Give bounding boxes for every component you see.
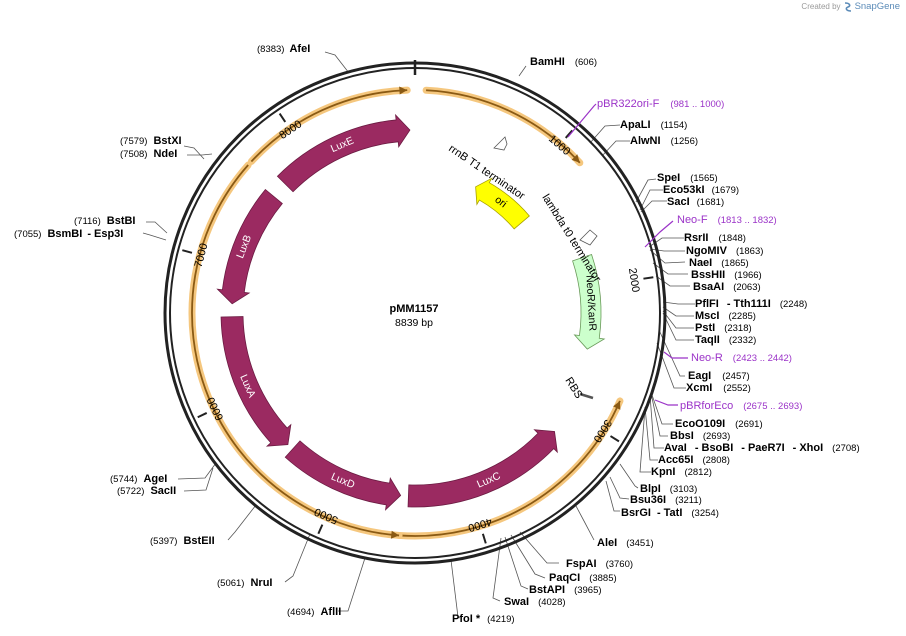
range-arc-arrow — [613, 400, 621, 410]
feature-neor-kanr — [572, 254, 606, 350]
enzyme-ngomiv: NgoMIV(1863) — [686, 245, 763, 257]
enzyme-labels: (8383)AfeI BamHI(606) (7579)BstXI (7508)… — [14, 43, 860, 625]
primer-neo-r: Neo-R(2423 .. 2442) — [691, 352, 792, 364]
enzyme-agei: (5744)AgeI — [110, 473, 167, 485]
enzyme-bamhi: BamHI(606) — [530, 56, 597, 68]
credit-brand: SnapGene — [854, 1, 900, 12]
tick-mark-6000 — [197, 412, 208, 419]
enzyme-eco53ki: Eco53kI(1679) — [663, 184, 739, 196]
enzyme-rsrii: RsrII(1848) — [684, 232, 746, 244]
enzyme-bsrgi: BsrGI-TatI(3254) — [621, 507, 719, 519]
rbs-label: RBS — [562, 375, 584, 401]
enzyme-bsshii: BssHII(1966) — [691, 269, 762, 281]
enzyme-leader-lines — [142, 51, 695, 619]
enzyme-swai: SwaI(4028) — [504, 596, 566, 608]
range-arc-line — [399, 400, 621, 537]
enzyme-eagi: EagI(2457) — [688, 370, 750, 382]
enzyme-xcmi: XcmI(2552) — [686, 382, 751, 394]
enzyme-pfoi: PfoI *(4219) — [452, 613, 515, 625]
enzyme-naei: NaeI(1865) — [689, 257, 749, 269]
feature-luxc — [407, 429, 558, 508]
range-arc-arrow — [571, 154, 580, 163]
enzyme-taqii: TaqII(2332) — [695, 334, 756, 346]
enzyme-ndei: (7508)NdeI — [120, 148, 177, 160]
tick-mark-5000 — [317, 524, 324, 535]
enzyme-bsaai: BsaAI(2063) — [693, 281, 761, 293]
lambda-terminator-icon — [579, 229, 598, 246]
enzyme-kpni: KpnI(2812) — [651, 466, 712, 478]
range-arc-arrow — [390, 530, 400, 539]
feature-label-ori: ori — [492, 194, 509, 211]
tick-mark-3000 — [609, 435, 620, 443]
snapgene-logo-icon — [844, 1, 851, 12]
feature-luxb — [216, 188, 283, 305]
enzyme-aflii: (4694)AflII — [287, 606, 341, 618]
enzyme-bstapi: BstAPI(3965) — [529, 584, 602, 596]
tick-label-7000: 7000 — [193, 242, 211, 269]
primer-neo-f: Neo-F(1813 .. 1832) — [677, 214, 777, 226]
feature-ori — [475, 177, 530, 230]
enzyme-alwni: AlwNI(1256) — [630, 135, 698, 147]
enzyme-alei: AleI(3451) — [597, 537, 654, 549]
range-arc-line — [250, 89, 408, 163]
enzyme-saci: SacI(1681) — [667, 196, 724, 208]
tick-mark-1000 — [564, 129, 574, 139]
rbs-mark — [579, 392, 594, 400]
tick-mark-8000 — [278, 113, 287, 123]
enzyme-nrui: (5061)NruI — [217, 577, 272, 589]
primer-marks — [567, 103, 688, 406]
enzyme-bsmbi: (7055)BsmBI-Esp3I — [14, 228, 123, 240]
plasmid-size: 8839 bp — [395, 317, 433, 329]
enzyme-pflfi: PflFI-Tth111I(2248) — [695, 298, 807, 310]
enzyme-msci: MscI(2285) — [695, 310, 756, 322]
tick-mark-7000 — [182, 249, 193, 254]
rrnb-terminator-icon — [493, 136, 508, 151]
enzyme-bsu36i: Bsu36I(3211) — [630, 494, 702, 506]
range-arc-line — [191, 164, 400, 537]
enzyme-acc65i: Acc65I(2808) — [658, 454, 730, 466]
range-arc-arrow — [399, 86, 408, 95]
tick-label-5000: 5000 — [313, 505, 340, 526]
enzyme-bstbi: (7116)BstBI — [74, 215, 136, 227]
enzyme-afei: (8383)AfeI — [257, 43, 310, 55]
feature-luxd — [284, 440, 402, 511]
tick-label-6000: 6000 — [205, 395, 226, 422]
tick-label-2000: 2000 — [626, 267, 642, 293]
tick-mark-2000 — [643, 276, 654, 280]
tick-mark-4000 — [481, 533, 487, 544]
enzyme-apali: ApaLI(1154) — [620, 119, 687, 131]
enzyme-paqci: PaqCI(3885) — [549, 572, 617, 584]
enzyme-spei: SpeI(1565) — [657, 172, 718, 184]
feature-label-neor-kanr: NeoR/KanR — [583, 275, 598, 332]
primer-pbr322ori-f: pBR322ori-F(981 .. 1000) — [597, 98, 724, 110]
feature-luxe — [276, 113, 411, 193]
feature-luxa — [220, 316, 292, 447]
orange-range-arcs — [188, 86, 624, 540]
primer-pbrforeco: pBRforEco(2675 .. 2693) — [680, 400, 802, 412]
enzyme-avai: AvaI-BsoBI-PaeR7I-XhoI(2708) — [664, 442, 860, 454]
enzyme-sacii: (5722)SacII — [117, 485, 176, 497]
enzyme-fspai: FspAI(3760) — [566, 558, 633, 570]
tick-label-4000: 4000 — [466, 515, 493, 534]
enzyme-bbsi: BbsI(2693) — [670, 430, 730, 442]
enzyme-blpi: BlpI(3103) — [640, 483, 697, 495]
credit-prefix: Created by — [801, 2, 841, 11]
enzyme-psti: PstI(2318) — [695, 322, 752, 334]
range-arc-line — [426, 89, 581, 164]
enzyme-bstxi: (7579)BstXI — [120, 135, 182, 147]
enzyme-ecoo109i: EcoO109I(2691) — [675, 418, 763, 430]
primer-labels: pBR322ori-F(981 .. 1000) Neo-F(1813 .. 1… — [597, 98, 802, 412]
snapgene-credit: Created by SnapGene — [801, 1, 900, 12]
enzyme-bsteii: (5397)BstEII — [150, 535, 215, 547]
plasmid-name: pMM1157 — [389, 303, 439, 315]
